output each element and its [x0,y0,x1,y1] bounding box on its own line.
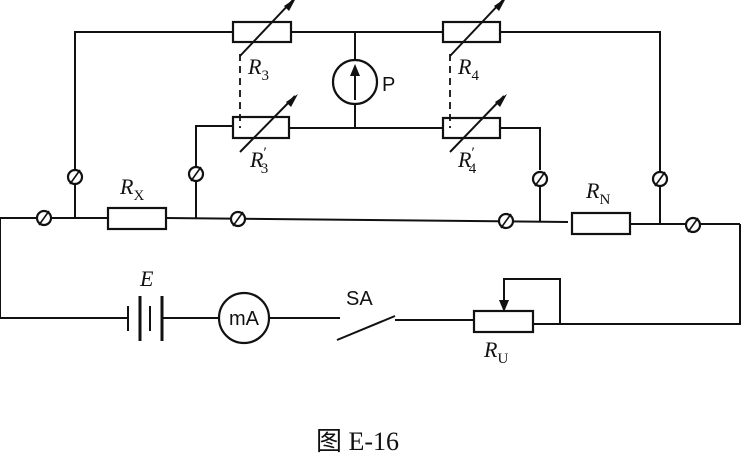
label-r3: R3 [247,54,269,84]
label-rn: RN [585,178,610,208]
terminal-b [187,165,205,183]
variable-arrow-r4 [449,0,505,57]
top-left-wire [74,31,233,170]
mid-right-wire [500,127,541,170]
label-r4-prime: R′4 [457,145,477,177]
resistor-r4-prime [441,116,502,140]
battery-e [127,296,164,341]
resistor-rn [570,211,632,236]
label-rx: RX [119,174,144,204]
terminal-c [531,170,549,188]
label-r4: R4 [457,54,479,84]
resistor-rx [106,206,168,231]
variable-arrow-r4-prime [449,94,507,153]
label-ru: RU [483,337,508,367]
terminal-f [229,210,247,228]
top-right-wire [500,31,661,172]
terminal-d [651,170,669,188]
resistor-r3-prime [231,115,291,140]
terminal-e [35,209,53,227]
galvanometer-needle-head [350,64,360,76]
terminal-g [497,212,515,230]
supply-right-wire [533,224,741,325]
label-ma: mA [229,308,260,330]
label-sa: SA [346,288,373,310]
label-p: P [382,74,395,96]
milliammeter [217,291,271,345]
figure-caption: 图 E-16 [316,427,399,456]
rheostat-wiper-wire [503,278,561,324]
rheostat-ru [472,309,535,334]
switch-blade [336,315,396,341]
label-e: E [139,266,154,291]
variable-arrow-r3-prime [239,94,298,153]
terminal-h [684,216,702,234]
supply-left-wire [0,218,128,319]
mid-left-wire [195,125,233,167]
rheostat-wiper-arrow [499,300,509,312]
variable-arrow-r3 [239,0,295,57]
label-r3-prime: R′3 [249,145,268,177]
terminal-a [66,168,84,186]
